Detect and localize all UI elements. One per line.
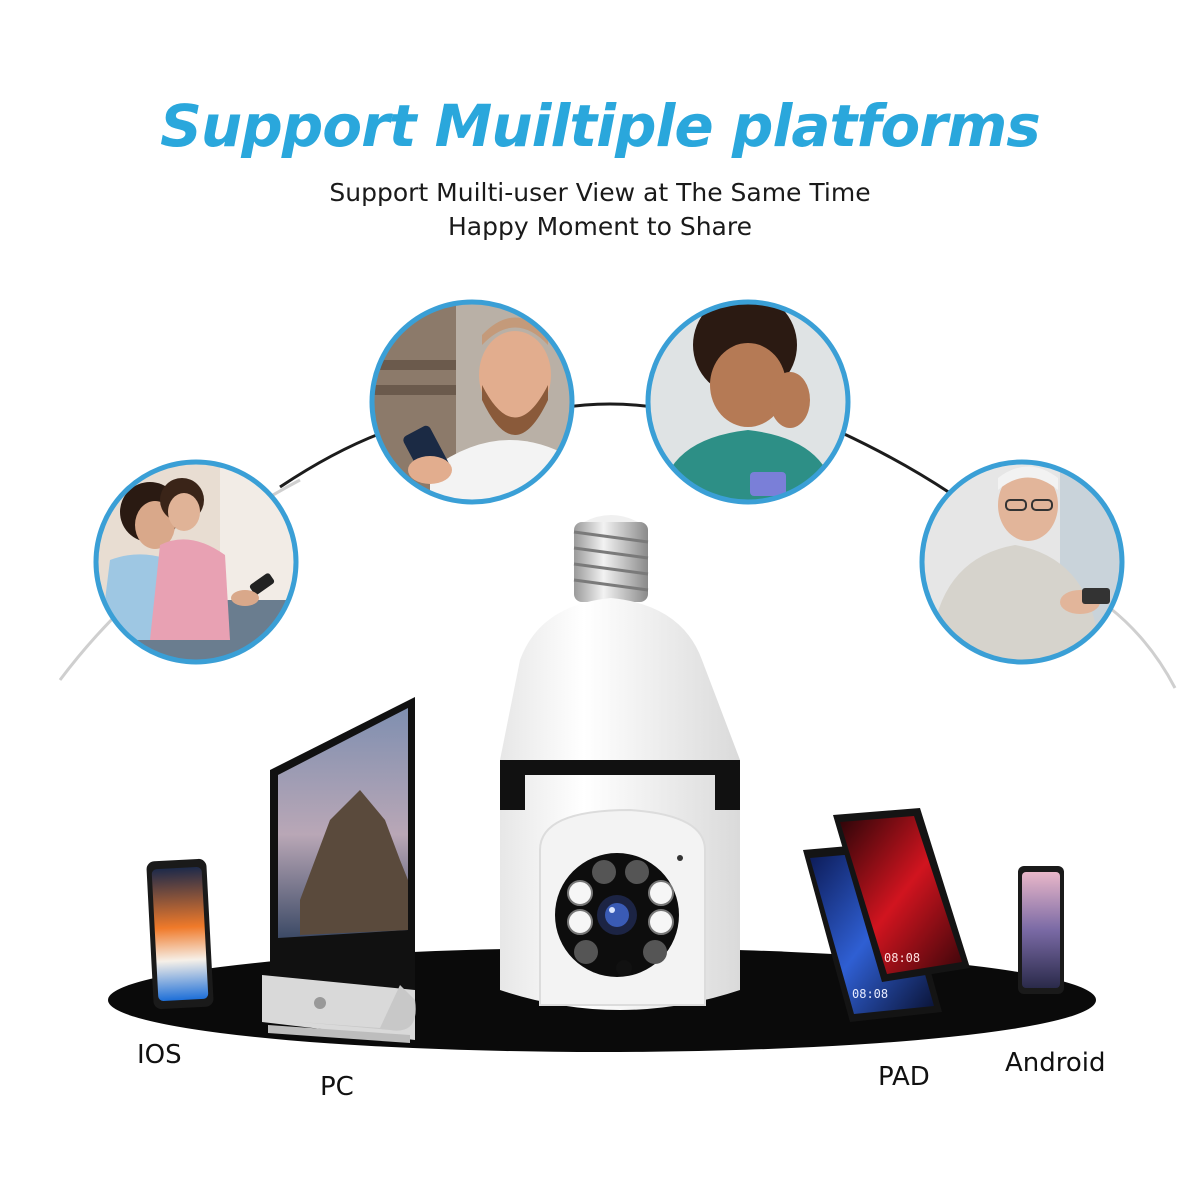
connector-right-outer	[1109, 606, 1177, 689]
label-android: Android	[1005, 1048, 1106, 1078]
ios-phone	[146, 858, 214, 1010]
led-1	[592, 860, 616, 884]
led-7	[574, 940, 598, 964]
user-photo-elderly-man	[919, 459, 1125, 665]
apple-logo-icon	[314, 997, 326, 1009]
android-phone	[1018, 866, 1064, 994]
led-4	[648, 880, 674, 906]
led-8	[643, 940, 667, 964]
tablet-red-clock: 08:08	[884, 951, 920, 965]
label-pad: PAD	[878, 1062, 930, 1092]
led-5	[567, 909, 593, 935]
camera-lens	[605, 903, 629, 927]
label-pc: PC	[320, 1072, 354, 1102]
connector-right	[839, 430, 951, 495]
tablet-blue-clock: 08:08	[852, 987, 888, 1001]
connector-middle	[559, 402, 661, 410]
user-photo-girls	[93, 459, 299, 665]
bulb-camera	[500, 515, 740, 1010]
subtitle-line-1: Support Muilti-user View at The Same Tim…	[329, 178, 871, 207]
label-ios: IOS	[137, 1040, 182, 1070]
subtitle-line-2: Happy Moment to Share	[448, 212, 752, 241]
tablet-red: 08:08	[833, 808, 970, 982]
sensor	[616, 960, 632, 976]
user-photo-man-phone	[369, 299, 575, 505]
user-photo-woman-phone	[645, 299, 851, 505]
led-3	[567, 880, 593, 906]
headline: Support Muiltiple platforms	[160, 92, 1041, 160]
pc-monitor	[262, 697, 416, 1043]
led-2	[625, 860, 649, 884]
led-6	[648, 909, 674, 935]
